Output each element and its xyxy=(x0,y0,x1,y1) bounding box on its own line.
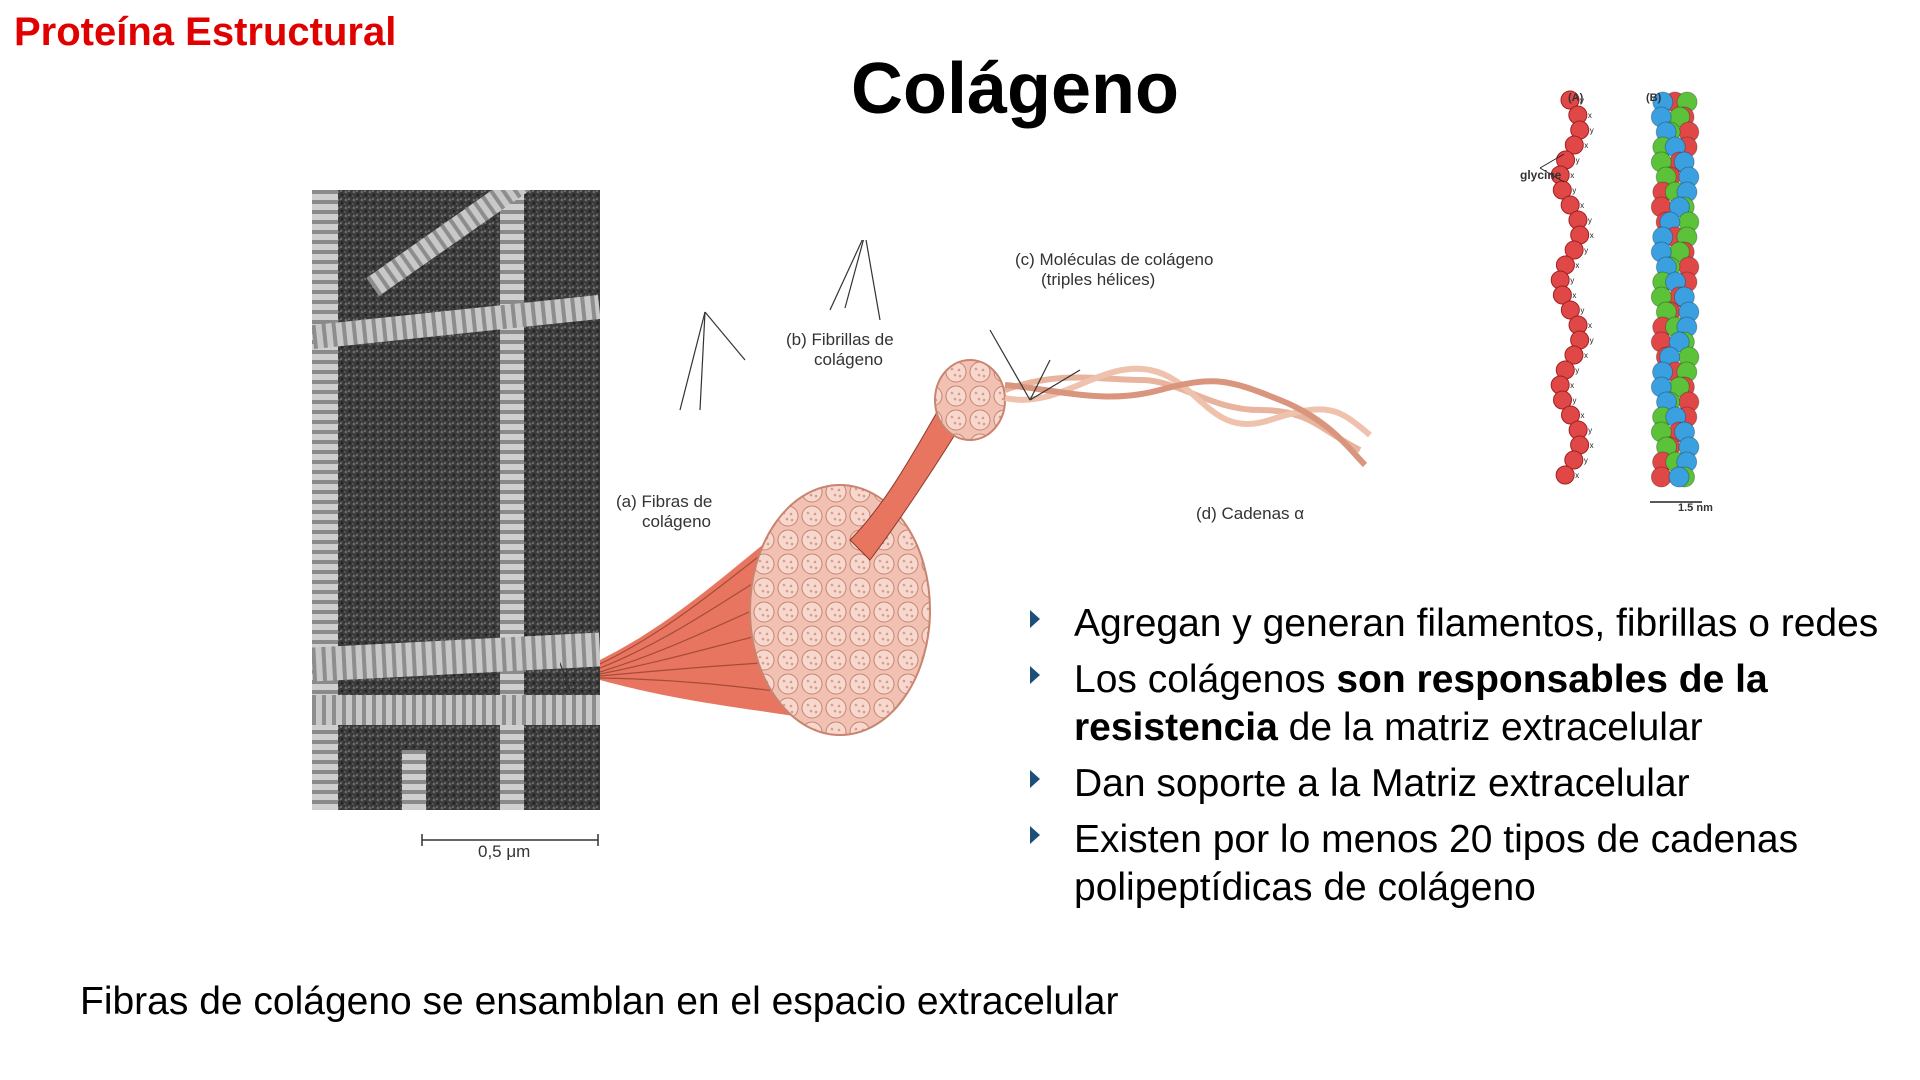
bullet-arrow-icon xyxy=(1030,610,1040,628)
bullet-text: Agregan y generan filamentos, fibrillas … xyxy=(1074,602,1879,645)
residue-sphere xyxy=(1564,240,1584,260)
residue-sphere xyxy=(1560,300,1580,320)
residue-sphere xyxy=(1560,90,1580,110)
bullet-arrow-icon xyxy=(1030,770,1040,788)
residue-label: y xyxy=(1588,426,1592,435)
slide-caption: Fibras de colágeno se ensamblan en el es… xyxy=(80,980,1119,1023)
residue-label: x xyxy=(1575,471,1579,480)
label-fibrillas: (b) Fibrillas de colágeno xyxy=(786,330,894,369)
residue-label: x xyxy=(1572,291,1576,300)
helix-sphere xyxy=(1668,196,1690,218)
residue-label: x xyxy=(1570,381,1574,390)
helix-scale-label: 1.5 nm xyxy=(1678,502,1713,514)
residue-label: x xyxy=(1590,231,1594,240)
residue-label: y xyxy=(1580,306,1584,315)
residue-sphere xyxy=(1552,285,1572,305)
residue-label: y xyxy=(1572,186,1576,195)
bullet-text: Existen por lo menos 20 tipos de cadenas… xyxy=(1074,818,1799,909)
residue-label: y xyxy=(1575,366,1579,375)
label-fibras: (a) Fibras de colágeno xyxy=(616,492,713,531)
residue-sphere xyxy=(1564,345,1584,365)
section-tag: Proteína Estructural xyxy=(14,10,397,54)
residue-label: y xyxy=(1570,276,1574,285)
bullet-item: Dan soporte a la Matriz extracelular xyxy=(1030,760,1910,808)
residue-label: x xyxy=(1588,321,1592,330)
residue-sphere xyxy=(1560,195,1580,215)
bullet-text: Los colágenos xyxy=(1074,658,1337,701)
helix-sphere xyxy=(1668,466,1690,488)
residue-label: y xyxy=(1584,456,1588,465)
bullet-item: Agregan y generan filamentos, fibrillas … xyxy=(1030,600,1910,648)
residue-label: x xyxy=(1584,351,1588,360)
residue-sphere xyxy=(1561,405,1581,425)
electron-micrograph-image xyxy=(312,190,600,810)
residue-sphere xyxy=(1555,465,1575,485)
residue-label: x xyxy=(1581,411,1585,420)
bullet-text: Dan soporte a la Matriz extracelular xyxy=(1074,762,1690,805)
bullet-text: de la matriz extracelular xyxy=(1277,706,1703,749)
helix-sphere xyxy=(1668,331,1690,353)
bullet-item: Los colágenos son responsables de la res… xyxy=(1030,656,1910,752)
residue-label: y xyxy=(1584,246,1588,255)
residue-label: x xyxy=(1590,441,1594,450)
bullet-item: Existen por lo menos 20 tipos de cadenas… xyxy=(1030,816,1910,912)
residue-label: y xyxy=(1576,156,1580,165)
residue-label: x xyxy=(1570,171,1574,180)
residue-label: x xyxy=(1584,141,1588,150)
label-moleculas: (c) Moléculas de colágeno (triples hélic… xyxy=(1015,250,1214,289)
panel-b-label: (B) xyxy=(1646,92,1662,104)
residue-label: x xyxy=(1580,201,1584,210)
glycine-label: glycine xyxy=(1520,168,1562,182)
residue-label: y xyxy=(1590,126,1594,135)
slide-title: Colágeno xyxy=(850,49,1179,129)
bullet-arrow-icon xyxy=(1030,666,1040,684)
residue-sphere xyxy=(1564,450,1584,470)
label-cadenas: (d) Cadenas α xyxy=(1196,504,1305,523)
residue-label: y xyxy=(1572,396,1576,405)
bullet-list: Agregan y generan filamentos, fibrillas … xyxy=(1030,600,1910,920)
residue-sphere xyxy=(1552,390,1572,410)
scale-bar xyxy=(421,834,599,846)
residue-label: y xyxy=(1590,336,1594,345)
residue-label: x xyxy=(1588,111,1592,120)
residue-label: y xyxy=(1588,216,1592,225)
scale-bar-label: 0,5 μm xyxy=(478,842,531,861)
bullet-text-bold: son responsables de la resistencia xyxy=(1074,658,1768,749)
residue-label: x xyxy=(1575,261,1579,270)
panel-a-label: (A) xyxy=(1568,92,1584,104)
residue-sphere xyxy=(1564,135,1584,155)
bullet-arrow-icon xyxy=(1030,826,1040,844)
collagen-hierarchy-illustration xyxy=(560,240,1372,736)
residue-label: y xyxy=(1580,96,1584,105)
helix-sphere xyxy=(1650,466,1672,488)
